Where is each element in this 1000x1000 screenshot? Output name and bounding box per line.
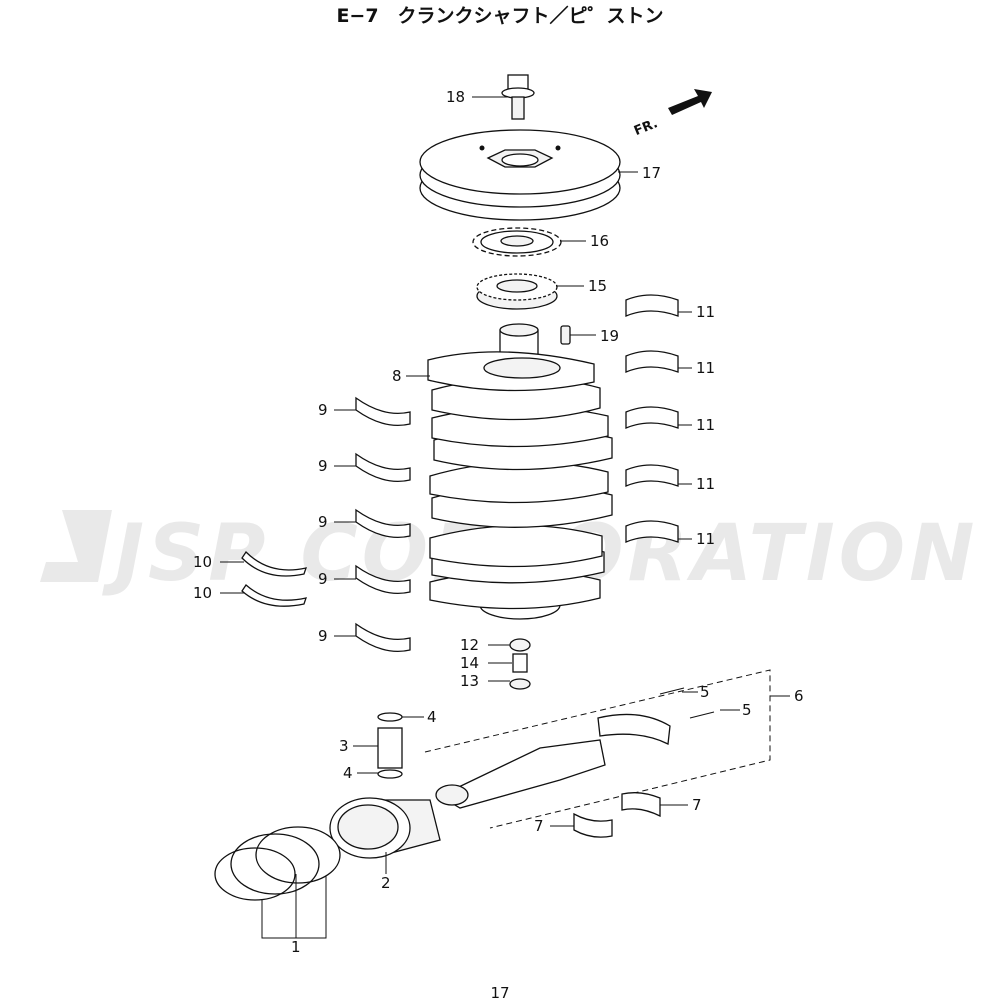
page-number: 17	[490, 984, 509, 1000]
callout-6: 6	[794, 687, 804, 705]
part-9-bearings	[355, 396, 411, 653]
callout-7: 7	[534, 817, 544, 835]
part-8-crankshaft	[427, 323, 613, 620]
callout-3: 3	[339, 737, 349, 755]
callout-4: 4	[427, 708, 437, 726]
part-18-bolt	[501, 74, 535, 120]
part-11-bearings	[625, 294, 679, 543]
arrow-icon	[668, 89, 712, 115]
callout-9: 9	[318, 570, 328, 588]
part-1-piston-rings	[214, 826, 341, 901]
callout-11: 11	[696, 475, 715, 493]
callout-12: 12	[460, 636, 479, 654]
callout-8: 8	[392, 367, 402, 385]
callout-4: 4	[343, 764, 353, 782]
callout-15: 15	[588, 277, 607, 295]
callout-19: 19	[600, 327, 619, 345]
part-10-thrust-washers	[241, 550, 307, 607]
callout-11: 11	[696, 303, 715, 321]
part-6-connecting-rod	[424, 669, 771, 829]
callout-1: 1	[291, 938, 301, 956]
part-17-pulley	[419, 129, 621, 221]
callout-5: 5	[700, 683, 710, 701]
parts-12-14-13	[509, 638, 531, 690]
jsp-logo-icon	[40, 510, 112, 582]
callout-16: 16	[590, 232, 609, 250]
callout-5: 5	[742, 701, 752, 719]
leader-lines	[220, 96, 790, 939]
callout-13: 13	[460, 672, 479, 690]
front-marker-label: FR.	[632, 116, 660, 139]
callout-11: 11	[696, 416, 715, 434]
callout-18: 18	[446, 88, 465, 106]
callout-17: 17	[642, 164, 661, 182]
callouts: 18 17 16 15 19 8 11 11 11 11 11 9 9 9 9 …	[193, 88, 804, 956]
callout-9: 9	[318, 513, 328, 531]
callout-10: 10	[193, 584, 212, 602]
part-19-key	[560, 325, 571, 345]
part-16-sprocket	[472, 227, 562, 257]
callout-10: 10	[193, 553, 212, 571]
callout-11: 11	[696, 530, 715, 548]
front-arrow: FR.	[632, 89, 712, 139]
part-2-piston	[329, 797, 441, 859]
parts-4-3	[377, 712, 403, 779]
callout-7: 7	[692, 796, 702, 814]
part-15-gear	[476, 273, 558, 310]
callout-11: 11	[696, 359, 715, 377]
callout-2: 2	[381, 874, 391, 892]
callout-9: 9	[318, 457, 328, 475]
callout-14: 14	[460, 654, 479, 672]
callout-9: 9	[318, 627, 328, 645]
page-title: E−7 クランクシャフト／ピ゜ストン	[336, 4, 663, 27]
callout-9: 9	[318, 401, 328, 419]
part-7-bearings	[573, 792, 661, 838]
